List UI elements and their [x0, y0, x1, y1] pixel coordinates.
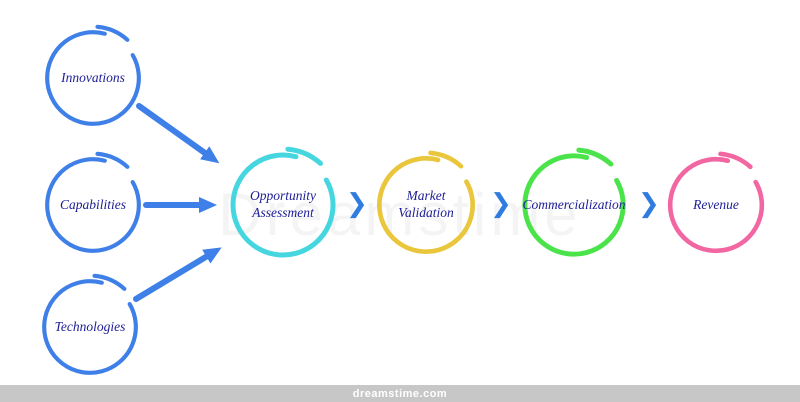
node-opportunity-assessment: Opportunity Assessment [223, 145, 343, 265]
node-innovations: Innovations [38, 23, 148, 133]
chevron-right-icon: ❯ [490, 189, 512, 219]
circle-ring-icon [377, 150, 475, 254]
node-label: Opportunity Assessment [250, 188, 316, 220]
circle-ring-icon [45, 151, 141, 253]
circle-ring-icon [45, 24, 141, 126]
node-label: Innovations [61, 69, 125, 85]
node-commercialization: Commercialization [515, 146, 633, 264]
arrow-innovations-to-opportunity [136, 103, 220, 164]
node-market-validation: Market Validation [370, 149, 482, 261]
node-label: Technologies [54, 318, 126, 334]
circle-ring-icon [667, 151, 765, 254]
node-label: Capabilities [59, 196, 126, 212]
node-technologies: Technologies [35, 272, 145, 382]
chevron-right-icon: ❯ [638, 189, 660, 219]
circle-ring-icon [522, 147, 626, 257]
node-capabilities: Capabilities [38, 150, 148, 260]
footer-bar: dreamstime.com [0, 385, 800, 402]
circle-ring-icon [230, 146, 336, 258]
node-label: Market Validation [398, 188, 454, 220]
node-revenue: Revenue [661, 150, 771, 260]
arrow-technologies-to-opportunity [133, 247, 222, 302]
footer-brand-text: dreamstime.com [352, 387, 448, 400]
node-label: Revenue [693, 196, 739, 212]
circle-ring-icon [42, 273, 138, 375]
chevron-right-icon: ❯ [346, 189, 368, 219]
node-label: Commercialization [522, 196, 626, 212]
